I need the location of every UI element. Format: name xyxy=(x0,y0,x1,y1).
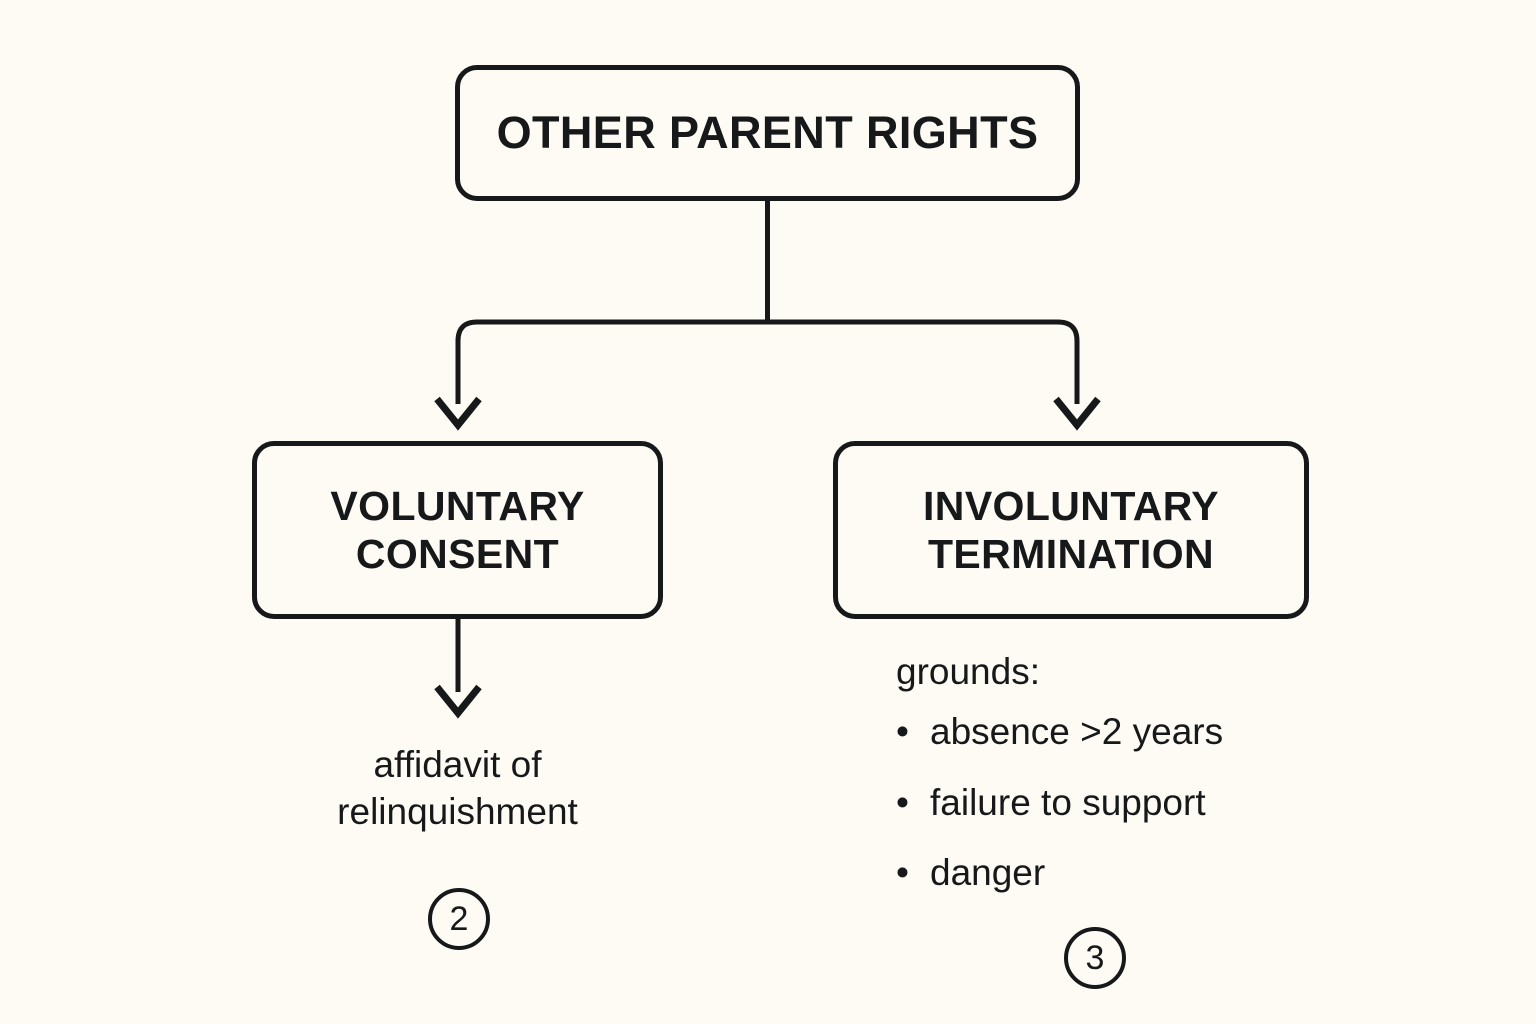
step-badge-voluntary-number: 2 xyxy=(449,900,469,938)
grounds-heading: grounds: xyxy=(896,651,1040,692)
split-bar-right xyxy=(767,319,1080,404)
node-other-parent-rights[interactable]: OTHER PARENT RIGHTS xyxy=(455,65,1080,201)
node-involuntary-label: INVOLUNTARY TERMINATION xyxy=(923,482,1219,577)
list-item: failure to support xyxy=(896,781,1316,826)
list-item: absence >2 years xyxy=(896,710,1316,755)
step-badge-involuntary: 3 xyxy=(1064,927,1126,989)
grounds-block: grounds: absence >2 years failure to sup… xyxy=(896,650,1316,922)
grounds-list: absence >2 years failure to support dang… xyxy=(896,710,1316,896)
split-bar-left xyxy=(455,319,768,404)
list-item: danger xyxy=(896,851,1316,896)
node-involuntary-termination[interactable]: INVOLUNTARY TERMINATION xyxy=(833,441,1309,619)
arrowhead-voluntary xyxy=(434,396,482,431)
caption-affidavit-of-relinquishment: affidavit of relinquishment xyxy=(337,744,578,832)
arrowhead-affidavit xyxy=(434,684,482,719)
node-root-label: OTHER PARENT RIGHTS xyxy=(496,107,1039,159)
node-voluntary-label: VOLUNTARY CONSENT xyxy=(330,482,585,577)
step-badge-involuntary-number: 3 xyxy=(1085,939,1105,977)
step-badge-voluntary: 2 xyxy=(428,888,490,950)
node-voluntary-consent[interactable]: VOLUNTARY CONSENT xyxy=(252,441,663,619)
arrowhead-involuntary xyxy=(1053,396,1101,431)
